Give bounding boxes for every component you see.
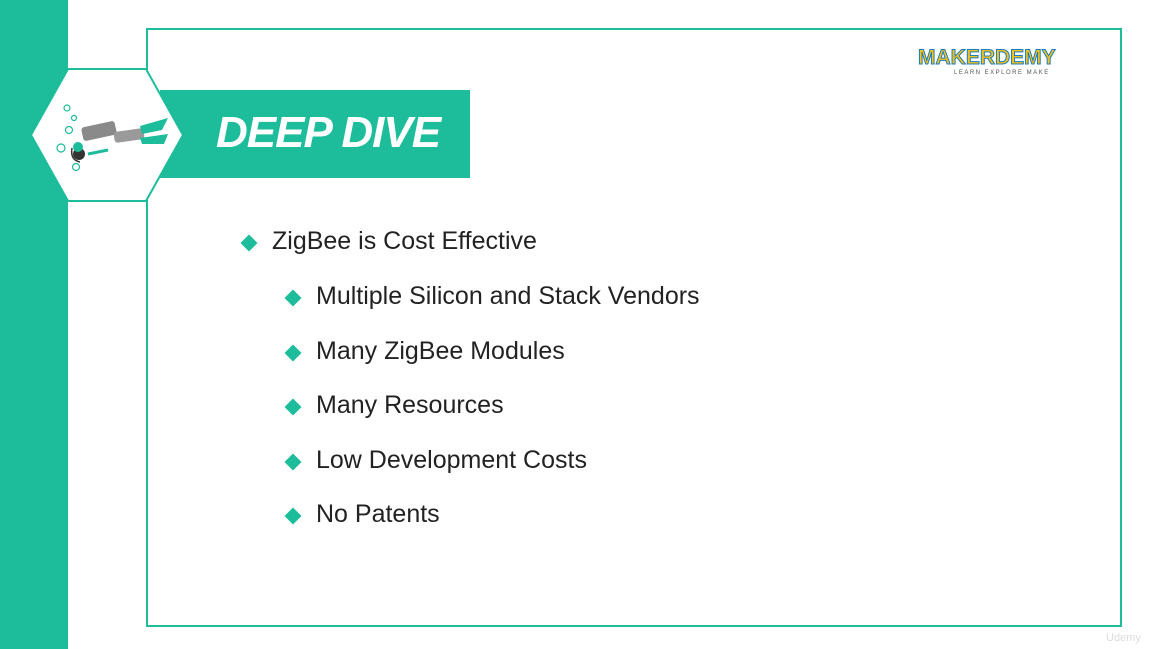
scuba-diver-icon: [30, 68, 184, 202]
sub-bullet: Many Resources: [316, 391, 504, 419]
sub-bullet: No Patents: [316, 500, 440, 528]
logo-tagline: LEARN EXPLORE MAKE: [954, 70, 1050, 76]
makerdemy-logo: MAKERDEMY LEARN EXPLORE MAKE: [918, 46, 1084, 80]
sub-bullet: Many ZigBee Modules: [316, 337, 565, 365]
bullet-main: ZigBee is Cost Effective: [272, 227, 537, 255]
slide-title: DEEP DIVE: [216, 108, 441, 157]
title-banner: DEEP DIVE: [160, 90, 470, 178]
udemy-watermark: Udemy: [1106, 632, 1141, 644]
sub-bullet: Multiple Silicon and Stack Vendors: [316, 282, 700, 310]
logo-word: MAKERDEMY: [918, 46, 1057, 70]
sub-bullet: Low Development Costs: [316, 446, 587, 474]
